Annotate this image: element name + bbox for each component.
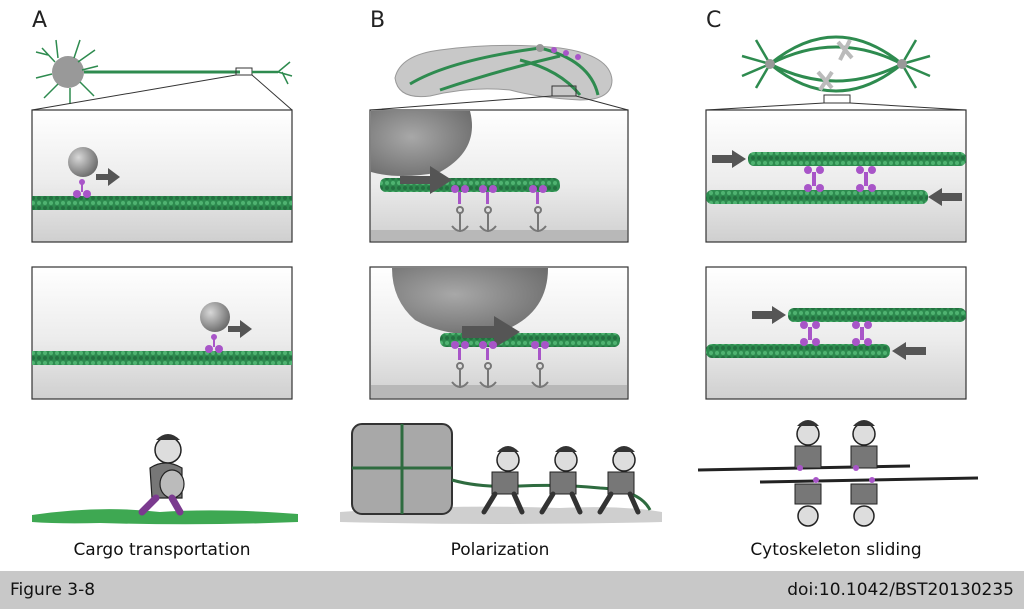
arrow-right-icon — [752, 306, 786, 324]
figure-label: Figure 3-8 — [10, 580, 96, 600]
panel-letter-b: B — [370, 8, 386, 33]
panel-a — [31, 39, 298, 525]
pulling-men-cartoon — [481, 446, 641, 515]
cargo-vesicle — [200, 302, 230, 332]
walking-man-cartoon — [138, 434, 185, 516]
nucleus — [371, 111, 472, 176]
figure-footer: Figure 3-8 doi:10.1042/BST20130235 — [0, 571, 1024, 609]
microtubule — [706, 190, 928, 204]
arrow-right-icon — [228, 320, 252, 338]
caption-polarization: Polarization — [450, 540, 550, 560]
anchored-motors — [451, 341, 549, 360]
panel-b — [340, 44, 662, 524]
arrow-right-icon — [400, 166, 452, 194]
panel-letter-a: A — [32, 8, 48, 33]
anchor-icon — [451, 206, 547, 232]
motor-protein — [205, 334, 223, 353]
spindle-icon — [741, 35, 931, 104]
nucleus — [392, 268, 548, 335]
arrow-right-icon — [712, 150, 746, 168]
panel-c-bottom-box — [705, 266, 967, 400]
caption-cytoskeleton-sliding: Cytoskeleton sliding — [750, 540, 922, 560]
sliding-motors — [804, 166, 876, 192]
microtubule — [706, 344, 890, 358]
figure-canvas — [31, 35, 979, 527]
cell-icon — [394, 44, 613, 101]
anchored-motors — [451, 185, 547, 204]
membrane — [371, 230, 627, 241]
motor-protein — [73, 179, 91, 198]
doi-label: doi:10.1042/BST20130235 — [787, 580, 1014, 600]
panel-c-top-box — [705, 109, 967, 243]
microtubule — [32, 196, 292, 210]
ground-grass — [32, 509, 298, 525]
anchor-icon — [451, 362, 549, 388]
panel-a-top-box — [31, 109, 293, 243]
arrow-right-icon — [462, 316, 520, 348]
cargo-vesicle — [68, 147, 98, 177]
membrane — [371, 385, 627, 398]
microtubule — [788, 308, 966, 322]
cargo-box-icon — [351, 423, 453, 515]
panel-a-bottom-box — [31, 266, 293, 400]
panel-letter-c: C — [706, 8, 722, 33]
sliding-men-cartoon — [794, 420, 878, 527]
arrow-left-icon — [892, 342, 926, 360]
arrow-right-icon — [96, 168, 120, 186]
neuron-icon — [35, 39, 293, 104]
microtubule — [32, 351, 292, 365]
sliding-motors — [800, 321, 872, 346]
panel-c — [697, 35, 979, 527]
microtubule — [748, 152, 966, 166]
arrow-left-icon — [928, 188, 962, 206]
caption-cargo-transportation: Cargo transportation — [73, 540, 251, 560]
